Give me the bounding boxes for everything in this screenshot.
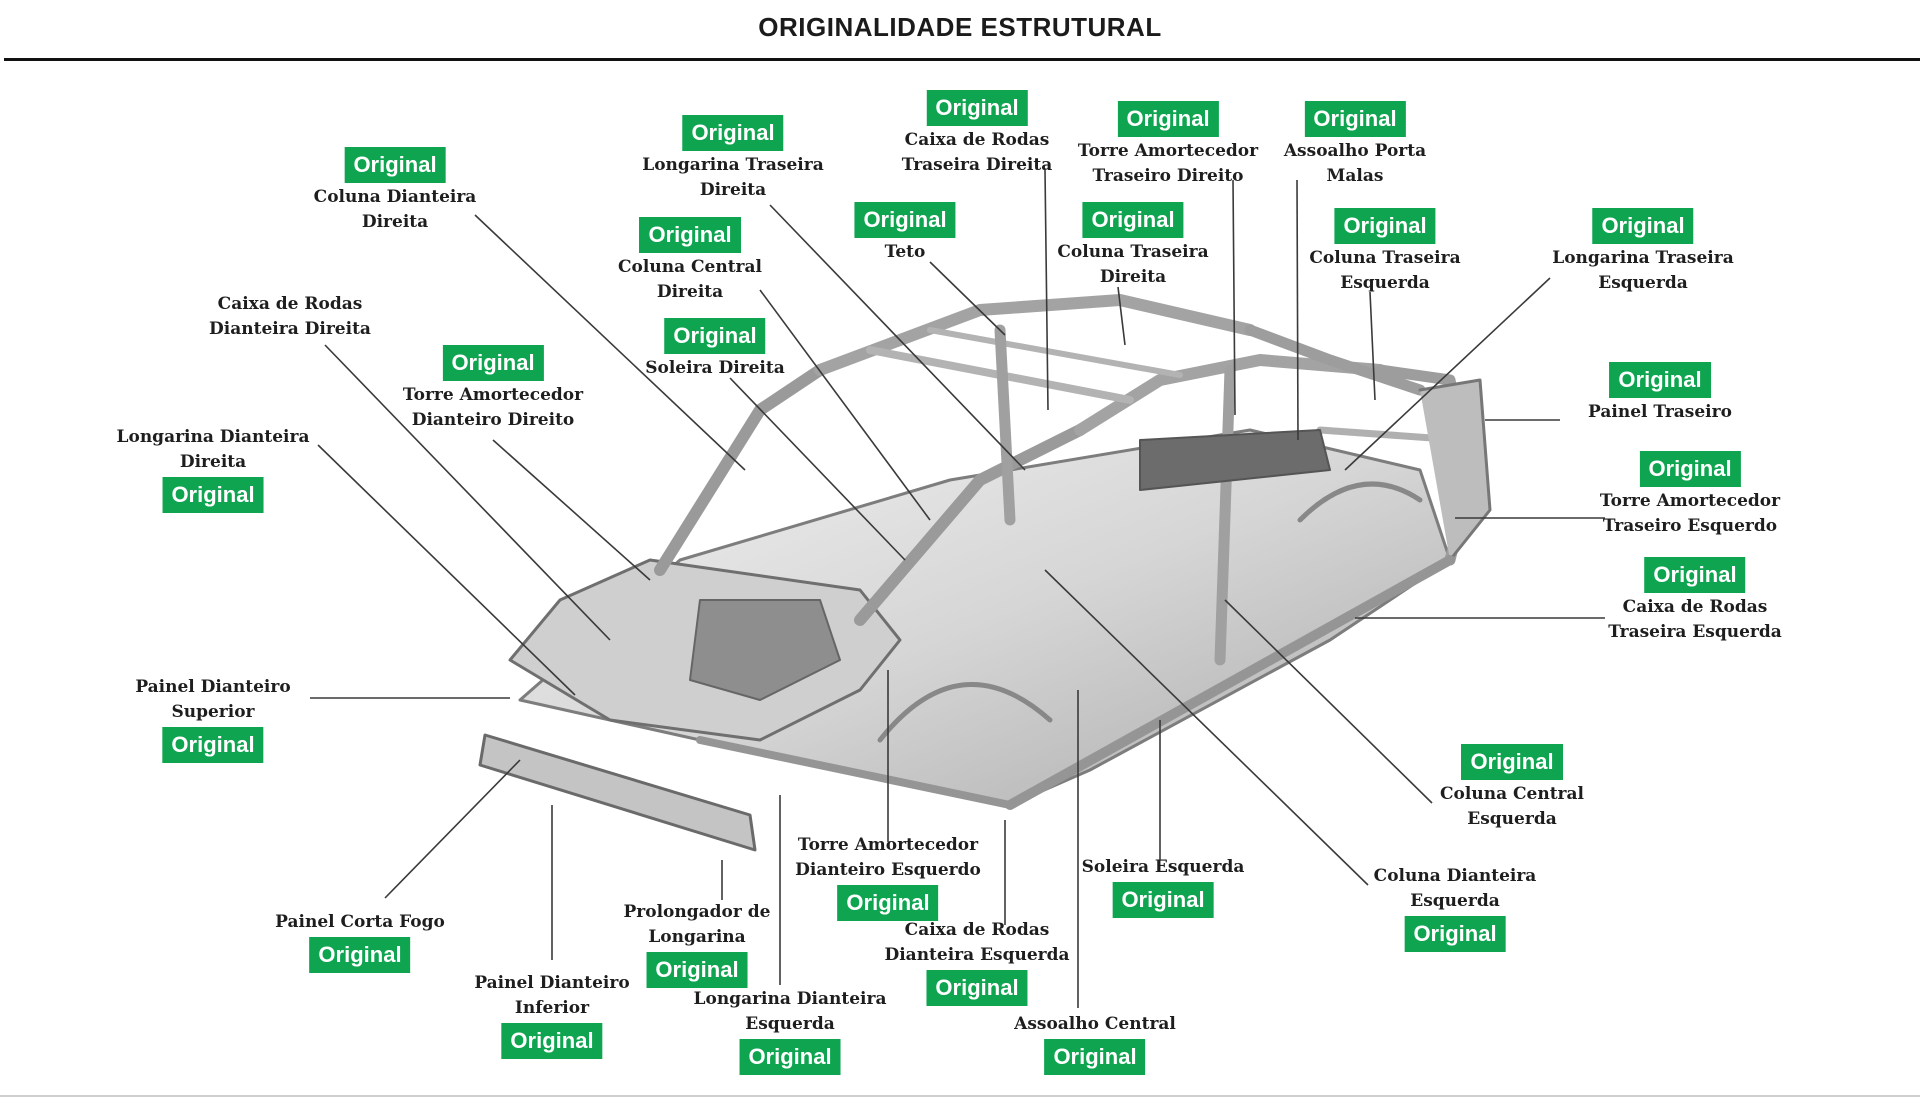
part-label-teto: Original Teto xyxy=(854,200,956,265)
status-badge: Original xyxy=(1117,101,1219,137)
status-badge: Original xyxy=(837,885,939,921)
status-badge: Original xyxy=(309,937,411,973)
part-label-coluna-traseira-esquerda: Original Coluna Traseira Esquerda xyxy=(1309,206,1461,296)
part-name: Torre Amortecedor Dianteiro Direito xyxy=(402,385,584,430)
status-badge: Original xyxy=(682,115,784,151)
status-badge: Original xyxy=(1404,916,1506,952)
part-name: Torre Amortecedor Traseiro Direito xyxy=(1077,141,1259,186)
part-label-painel-traseiro: Original Painel Traseiro xyxy=(1588,360,1732,425)
status-badge: Original xyxy=(926,970,1028,1006)
part-label-longarina-traseira-esquerda: Original Longarina Traseira Esquerda xyxy=(1552,206,1734,296)
part-name: Longarina Dianteira Direita xyxy=(116,427,310,472)
part-label-assoalho-central: Assoalho Central Original xyxy=(1014,1012,1176,1077)
part-label-torre-amortecedor-dianteiro-direito: Original Torre Amortecedor Dianteiro Dir… xyxy=(403,343,583,433)
part-name: Prolongador de Longarina xyxy=(623,902,771,947)
status-badge: Original xyxy=(854,202,956,238)
status-badge: Original xyxy=(1304,101,1406,137)
part-name: Assoalho Central xyxy=(1014,1014,1176,1034)
part-label-coluna-central-esquerda: Original Coluna Central Esquerda xyxy=(1440,742,1584,832)
part-name: Painel Dianteiro Superior xyxy=(135,677,291,722)
part-label-caixa-rodas-traseira-esquerda: Original Caixa de Rodas Traseira Esquerd… xyxy=(1608,555,1782,645)
part-label-assoalho-porta-malas: Original Assoalho Porta Malas xyxy=(1284,99,1426,189)
status-badge: Original xyxy=(926,90,1028,126)
part-name: Torre Amortecedor Traseiro Esquerdo xyxy=(1599,491,1781,536)
part-name: Coluna Dianteira Esquerda xyxy=(1373,866,1537,911)
part-name: Painel Dianteiro Inferior xyxy=(474,973,630,1018)
part-label-torre-amortecedor-traseiro-esquerdo: Original Torre Amortecedor Traseiro Esqu… xyxy=(1600,449,1780,539)
title-divider xyxy=(4,58,1920,61)
part-name: Painel Corta Fogo xyxy=(275,912,445,932)
part-name: Soleira Direita xyxy=(645,358,785,378)
part-name: Assoalho Porta Malas xyxy=(1283,141,1427,186)
part-label-torre-amortecedor-traseiro-direito: Original Torre Amortecedor Traseiro Dire… xyxy=(1078,99,1258,189)
status-badge: Original xyxy=(501,1023,603,1059)
part-name: Caixa de Rodas Dianteira Esquerda xyxy=(884,920,1070,965)
part-name: Longarina Traseira Esquerda xyxy=(1552,248,1734,293)
part-name: Painel Traseiro xyxy=(1588,402,1732,422)
status-badge: Original xyxy=(664,318,766,354)
status-badge: Original xyxy=(646,952,748,988)
part-name: Coluna Traseira Direita xyxy=(1057,242,1209,287)
part-name: Caixa de Rodas Dianteira Direita xyxy=(209,294,371,339)
status-badge: Original xyxy=(1044,1039,1146,1075)
part-name: Coluna Central Esquerda xyxy=(1440,784,1584,829)
status-badge: Original xyxy=(162,477,264,513)
part-label-torre-amortecedor-dianteiro-esquerdo: Torre Amortecedor Dianteiro Esquerdo Ori… xyxy=(795,833,981,923)
part-label-longarina-traseira-direita: Original Longarina Traseira Direita xyxy=(642,113,824,203)
part-label-coluna-central-direita: Original Coluna Central Direita xyxy=(618,215,762,305)
status-badge: Original xyxy=(1639,451,1741,487)
part-name: Coluna Traseira Esquerda xyxy=(1309,248,1461,293)
part-name: Longarina Traseira Direita xyxy=(642,155,824,200)
status-badge: Original xyxy=(442,345,544,381)
part-name: Soleira Esquerda xyxy=(1081,857,1245,877)
bottom-divider xyxy=(0,1095,1920,1097)
part-label-caixa-rodas-dianteira-direita: Caixa de Rodas Dianteira Direita xyxy=(209,292,371,342)
part-name: Coluna Central Direita xyxy=(618,257,762,302)
part-label-coluna-traseira-direita: Original Coluna Traseira Direita xyxy=(1057,200,1209,290)
status-badge: Original xyxy=(639,217,741,253)
part-label-longarina-dianteira-esquerda: Longarina Dianteira Esquerda Original xyxy=(693,987,887,1077)
part-label-caixa-rodas-dianteira-esquerda: Caixa de Rodas Dianteira Esquerda Origin… xyxy=(884,918,1070,1008)
part-label-longarina-dianteira-direita: Longarina Dianteira Direita Original xyxy=(116,425,310,515)
status-badge: Original xyxy=(162,727,264,763)
status-badge: Original xyxy=(1461,744,1563,780)
part-label-painel-corta-fogo: Painel Corta Fogo Original xyxy=(275,910,445,975)
status-badge: Original xyxy=(1592,208,1694,244)
part-name: Coluna Dianteira Direita xyxy=(313,187,477,232)
part-label-soleira-direita: Original Soleira Direita xyxy=(645,316,785,381)
part-name: Torre Amortecedor Dianteiro Esquerdo xyxy=(795,835,981,880)
part-name: Teto xyxy=(884,242,926,262)
leader-lines xyxy=(310,169,1605,1008)
part-name: Caixa de Rodas Traseira Esquerda xyxy=(1608,597,1782,642)
part-name: Caixa de Rodas Traseira Direita xyxy=(901,130,1053,175)
car-body-frame xyxy=(478,294,1492,852)
part-name: Longarina Dianteira Esquerda xyxy=(693,989,887,1034)
status-badge: Original xyxy=(1112,882,1214,918)
part-label-coluna-dianteira-esquerda: Coluna Dianteira Esquerda Original xyxy=(1373,864,1537,954)
page-title: ORIGINALIDADE ESTRUTURAL xyxy=(758,12,1162,42)
part-label-painel-dianteiro-superior: Painel Dianteiro Superior Original xyxy=(135,675,291,765)
status-badge: Original xyxy=(1082,202,1184,238)
part-label-prolongador-de-longarina: Prolongador de Longarina Original xyxy=(623,900,771,990)
status-badge: Original xyxy=(1609,362,1711,398)
part-label-coluna-dianteira-direita: Original Coluna Dianteira Direita xyxy=(313,145,477,235)
status-badge: Original xyxy=(739,1039,841,1075)
part-label-painel-dianteiro-inferior: Painel Dianteiro Inferior Original xyxy=(474,971,630,1061)
status-badge: Original xyxy=(1334,208,1436,244)
status-badge: Original xyxy=(1644,557,1746,593)
status-badge: Original xyxy=(344,147,446,183)
part-label-caixa-rodas-traseira-direita: Original Caixa de Rodas Traseira Direita xyxy=(902,88,1052,178)
part-label-soleira-esquerda: Soleira Esquerda Original xyxy=(1081,855,1245,920)
